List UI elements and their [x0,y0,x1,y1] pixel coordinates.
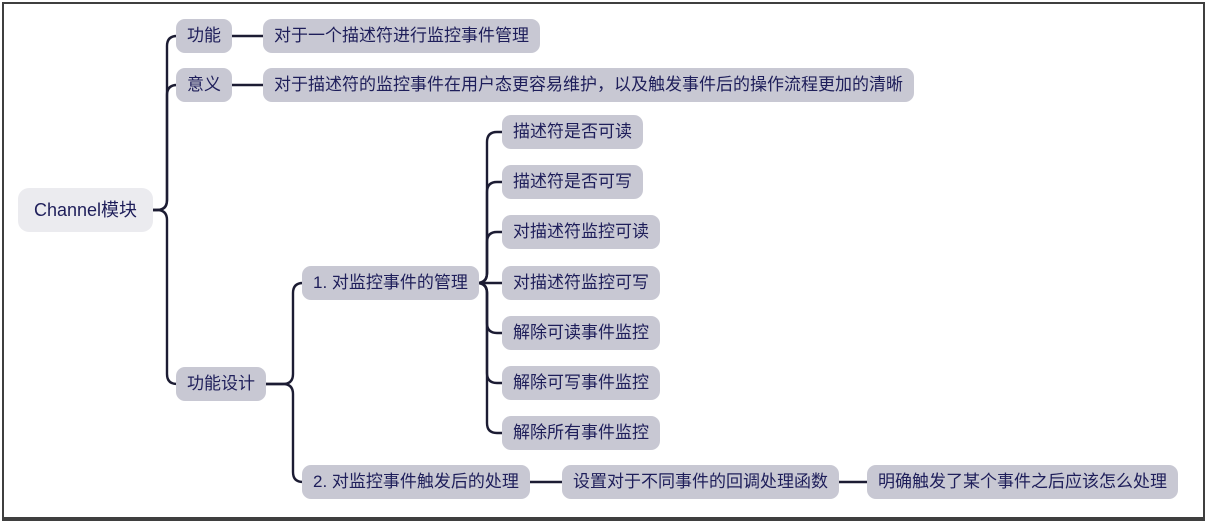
connector-design-item2 [258,382,320,484]
node-branch-function[interactable]: 功能 [176,19,232,53]
node-leaf-descriptor-writable[interactable]: 描述符是否可写 [502,165,643,199]
node-branch-design[interactable]: 功能设计 [176,367,266,401]
node-leaf-remove-read-monitor[interactable]: 解除可读事件监控 [502,316,660,350]
node-function-description[interactable]: 对于一个描述符进行监控事件管理 [263,19,540,53]
connector-root-function [144,34,194,212]
node-event-management[interactable]: 1. 对监控事件的管理 [302,266,479,300]
connector-item1-leaf7 [453,281,520,435]
node-handle-after-trigger[interactable]: 明确触发了某个事件之后应该怎么处理 [867,465,1178,499]
node-callback-functions[interactable]: 设置对于不同事件的回调处理函数 [562,465,839,499]
connector-root-design [144,208,194,386]
node-leaf-descriptor-readable[interactable]: 描述符是否可读 [502,115,643,149]
node-root[interactable]: Channel模块 [18,188,154,232]
node-leaf-monitor-writable[interactable]: 对描述符监控可写 [502,266,660,300]
node-event-trigger-handling[interactable]: 2. 对监控事件触发后的处理 [302,465,530,499]
node-leaf-monitor-readable[interactable]: 对描述符监控可读 [502,215,660,249]
connector-root-meaning [144,83,194,212]
node-branch-meaning[interactable]: 意义 [176,68,232,102]
node-leaf-remove-write-monitor[interactable]: 解除可写事件监控 [502,366,660,400]
node-leaf-remove-all-monitor[interactable]: 解除所有事件监控 [502,416,660,450]
node-meaning-description[interactable]: 对于描述符的监控事件在用户态更容易维护，以及触发事件后的操作流程更加的清晰 [263,68,914,102]
